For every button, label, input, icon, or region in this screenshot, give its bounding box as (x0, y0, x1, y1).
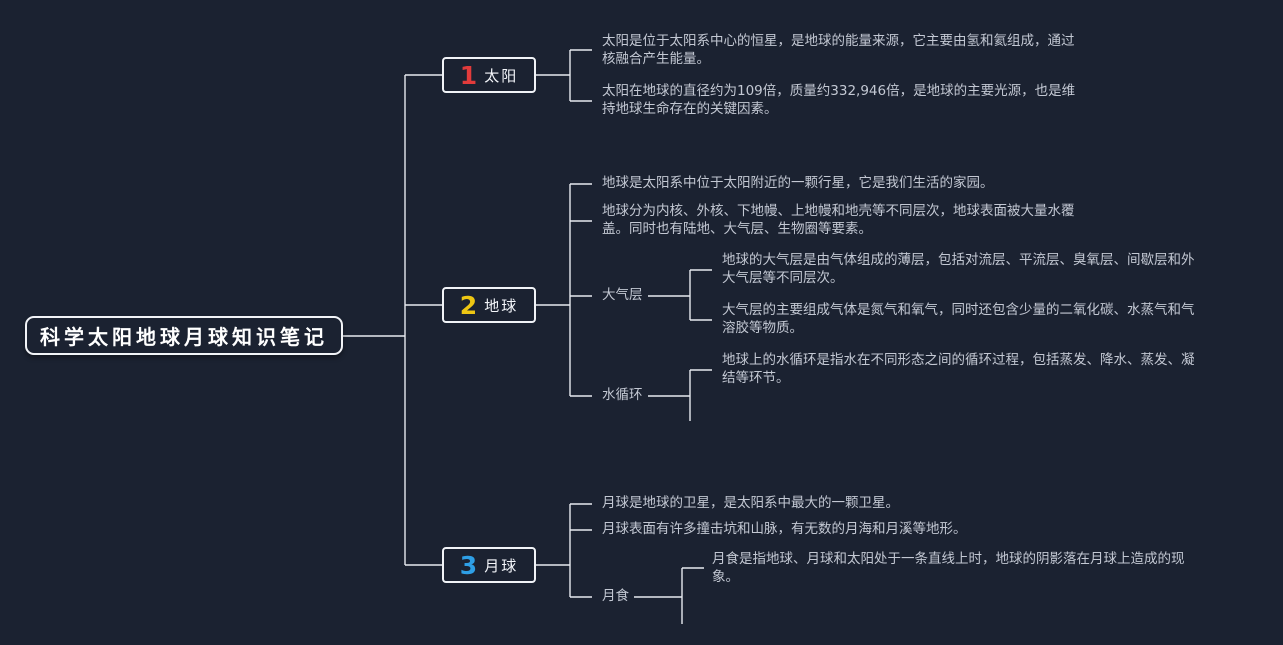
connector-atmosphere (648, 269, 712, 321)
lunar-eclipse-note[interactable]: 月食是指地球、月球和太阳处于一条直线上时，地球的阴影落在月球上造成的现象。 (712, 551, 1185, 585)
atmosphere-note[interactable]: 大气层的主要组成气体是氮气和氧气，同时还包含少量的二氧化碳、水蒸气和气溶胶等物质… (722, 302, 1195, 336)
connector-earth (536, 183, 592, 397)
moon-note[interactable]: 月球表面有许多撞击坑和山脉，有无数的月海和月溪等地形。 (602, 521, 967, 537)
sun-note[interactable]: 太阳在地球的直径约为109倍，质量约332,946倍，是地球的主要光源，也是维持… (602, 83, 1076, 117)
connector-sun (536, 49, 592, 102)
connector-moon (536, 503, 592, 598)
connector-root (343, 74, 442, 566)
earth-note[interactable]: 地球是太阳系中位于太阳附近的一颗行星，它是我们生活的家园。 (602, 175, 994, 191)
root-node[interactable]: 科学太阳地球月球知识笔记 (25, 316, 343, 355)
branch-node-moon[interactable]: 3 月球 (442, 547, 536, 583)
subtopic-lunar-eclipse[interactable]: 月食 (602, 588, 629, 604)
branch-label: 地球 (484, 296, 519, 315)
branch-label: 太阳 (484, 66, 519, 85)
subtopic-water-cycle[interactable]: 水循环 (602, 387, 643, 403)
sun-note[interactable]: 太阳是位于太阳系中心的恒星，是地球的能量来源，它主要由氢和氦组成，通过核融合产生… (602, 33, 1075, 67)
branch-node-sun[interactable]: 1 太阳 (442, 57, 536, 93)
earth-note[interactable]: 地球分为内核、外核、下地幔、上地幔和地壳等不同层次，地球表面被大量水覆盖。同时也… (602, 203, 1075, 237)
connector-lunar-eclipse (634, 567, 704, 624)
connector-water-cycle (648, 369, 712, 421)
moon-note[interactable]: 月球是地球的卫星，是太阳系中最大的一颗卫星。 (602, 495, 899, 511)
branch-number: 3 (459, 550, 478, 580)
branch-number: 2 (459, 290, 478, 320)
water-cycle-note[interactable]: 地球上的水循环是指水在不同形态之间的循环过程，包括蒸发、降水、蒸发、凝结等环节。 (722, 352, 1195, 386)
branch-node-earth[interactable]: 2 地球 (442, 287, 536, 323)
branch-label: 月球 (484, 556, 519, 575)
branch-number: 1 (459, 60, 478, 90)
subtopic-atmosphere[interactable]: 大气层 (602, 287, 643, 303)
root-label: 科学太阳地球月球知识笔记 (40, 325, 328, 349)
atmosphere-note[interactable]: 地球的大气层是由气体组成的薄层，包括对流层、平流层、臭氧层、间歇层和外大气层等不… (722, 252, 1195, 286)
